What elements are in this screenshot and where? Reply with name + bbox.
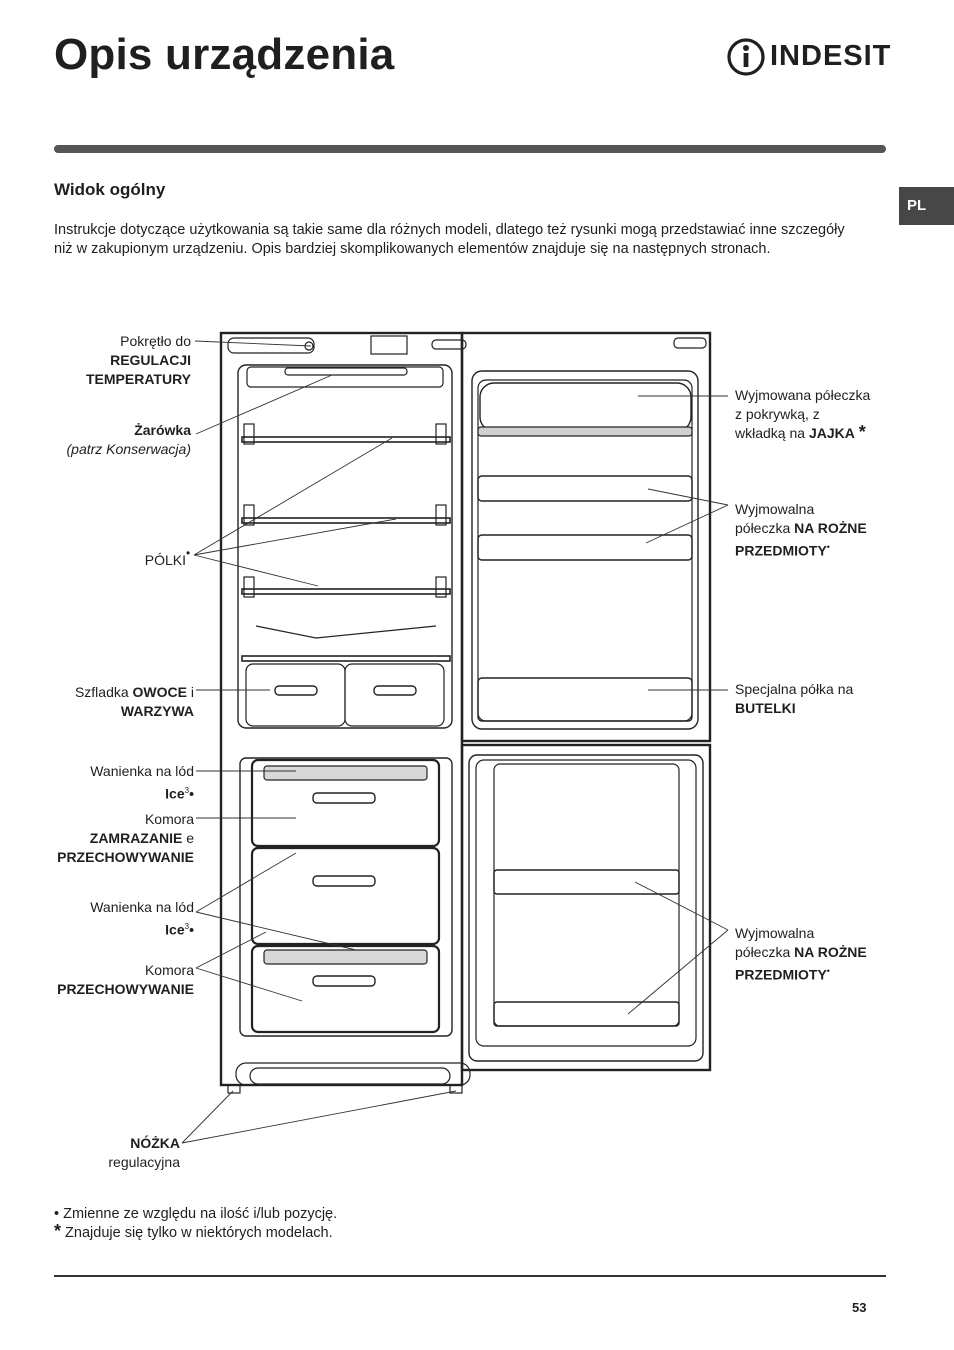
brand-logo: INDESIT (726, 36, 892, 78)
bottle-shelf (477, 677, 693, 722)
page-number: 53 (852, 1300, 867, 1315)
egg-shelf (479, 382, 692, 432)
fridge-door (460, 331, 712, 743)
page-title: Opis urządzenia (54, 30, 395, 79)
label-adjustable-foot: NÓŻKA regulacyjna (108, 1135, 180, 1170)
label-bottle-shelf: Specjalna półka na BUTELKI (735, 681, 854, 716)
freezer-drawer-2 (250, 846, 441, 946)
bulb-housing (284, 367, 408, 376)
language-tab[interactable]: PL (899, 187, 954, 225)
foot-left (227, 1084, 241, 1094)
label-ice-tray-2: Wanienka na lód Ice3• (90, 899, 194, 938)
temperature-knob-panel (227, 337, 315, 354)
label-misc-shelf-2: Wyjmowalna półeczka NA ROŻNE PRZEDMIOTY• (735, 925, 867, 983)
intro-paragraph: Instrukcje dotyczące użytkowania są taki… (54, 222, 845, 257)
label-storage-compartment: Komora PRZECHOWYWANIE (57, 962, 194, 997)
label-bulb: Żarówka (patrz Konserwacja) (66, 422, 192, 457)
label-egg-shelf: Wyjmowana półeczka z pokrywką, z wkładką… (735, 387, 871, 442)
freezer-compartment (239, 757, 453, 1037)
label-temperature-knob: Pokrętło do REGULACJI TEMPERATURY (86, 333, 191, 387)
crisper-drawer-right (344, 663, 445, 727)
label-shelves-dot: • (186, 546, 191, 560)
freezer-door-shelf-2 (493, 1001, 680, 1027)
foot-right (449, 1084, 463, 1094)
shelves (241, 423, 451, 662)
freezer-drawer-1 (250, 758, 441, 848)
footnote-star: * Znajduje się tylko w niektórych modela… (54, 1221, 333, 1241)
freezer-drawer-3 (250, 944, 441, 1034)
section-heading: Widok ogólny (54, 180, 166, 199)
label-shelves: PÓLKI (144, 552, 186, 568)
indesit-logo-icon (727, 38, 765, 76)
footnotes: • Zmienne ze względu na ilość i/lub pozy… (54, 1205, 337, 1243)
brand-logo-text: INDESIT (770, 40, 892, 72)
freezer-door (460, 743, 712, 1072)
footer-divider (54, 1275, 886, 1277)
footnote-dot: • Zmienne ze względu na ilość i/lub pozy… (54, 1206, 338, 1222)
label-crisper-drawer: Szfladka OWOCE i WARZYWA (74, 684, 194, 719)
label-freeze-compartment: Komora ZAMRAZANIE e PRZECHOWYWANIE (57, 811, 194, 865)
door-shelf-1 (477, 475, 693, 502)
label-ice-tray-1: Wanienka na lód Ice3• (90, 763, 194, 802)
fridge-compartment (237, 364, 453, 729)
fridge-cabinet (219, 331, 464, 1087)
door-shelf-2 (477, 534, 693, 561)
label-misc-shelf-1: Wyjmowalna półeczka NA ROŻNE PRZEDMIOTY• (735, 501, 867, 559)
header-divider (54, 145, 886, 153)
freezer-door-shelf-1 (493, 869, 680, 895)
